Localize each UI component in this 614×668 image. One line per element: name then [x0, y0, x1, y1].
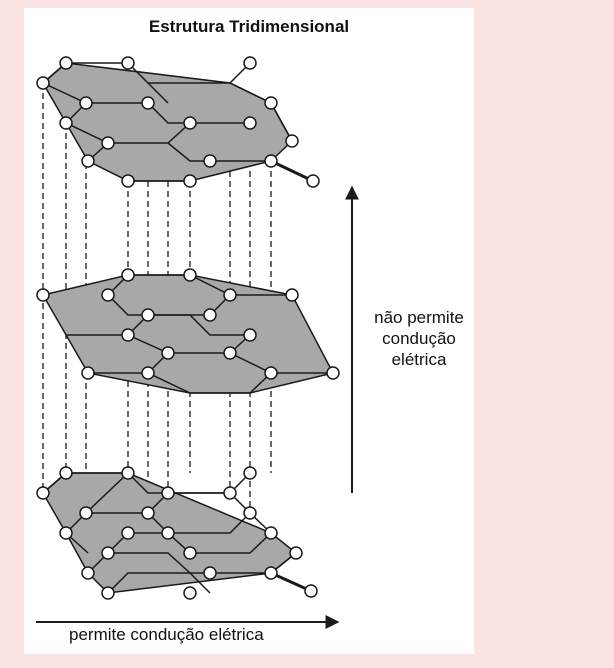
carbon-atom — [203, 154, 217, 168]
carbon-atom — [101, 136, 115, 150]
carbon-atom — [36, 76, 50, 90]
carbon-atom — [264, 526, 278, 540]
vertical-label-line: não permite — [374, 308, 464, 327]
carbon-atom — [183, 174, 197, 188]
carbon-atom — [161, 486, 175, 500]
carbon-atom — [243, 56, 257, 70]
bond-stub — [270, 159, 314, 183]
carbon-atom — [183, 268, 197, 282]
carbon-atom — [306, 174, 320, 188]
carbon-atom — [161, 346, 175, 360]
carbon-atom — [141, 96, 155, 110]
carbon-atom — [161, 526, 175, 540]
carbon-atom — [36, 288, 50, 302]
carbon-atom — [121, 268, 135, 282]
carbon-atom — [326, 366, 340, 380]
carbon-atom — [121, 466, 135, 480]
carbon-atom — [141, 506, 155, 520]
carbon-atom — [101, 586, 115, 600]
horizontal-arrow-label: permite condução elétrica — [69, 625, 264, 644]
vertical-label-line: condução — [382, 329, 456, 348]
carbon-atom — [36, 486, 50, 500]
carbon-atom — [121, 328, 135, 342]
vertical-arrow-label: não permite condução elétrica — [364, 307, 474, 370]
carbon-atom — [101, 288, 115, 302]
graphene-layer-bottom — [36, 466, 318, 600]
carbon-atom — [243, 328, 257, 342]
carbon-atom — [59, 116, 73, 130]
carbon-atom — [183, 116, 197, 130]
carbon-atom — [203, 566, 217, 580]
graphene-layer-middle — [36, 268, 340, 394]
carbon-atom — [243, 466, 257, 480]
figure-panel: Estrutura Tridimensional — [24, 8, 474, 654]
carbon-atom — [264, 366, 278, 380]
carbon-atom — [59, 466, 73, 480]
carbon-atom — [243, 116, 257, 130]
carbon-atom — [79, 96, 93, 110]
vertical-label-line: elétrica — [391, 350, 447, 369]
carbon-atom — [264, 154, 278, 168]
bond-stub — [270, 571, 312, 593]
layer-atoms — [36, 268, 340, 380]
carbon-atom — [79, 506, 93, 520]
carbon-atom — [59, 56, 73, 70]
layer-bonds — [66, 274, 333, 394]
carbon-atom — [141, 308, 155, 322]
carbon-atom — [121, 526, 135, 540]
carbon-atom — [285, 134, 299, 148]
carbon-atom — [264, 566, 278, 580]
carbon-atom — [81, 566, 95, 580]
carbon-atom — [183, 586, 197, 600]
carbon-atom — [285, 288, 299, 302]
carbon-atom — [243, 506, 257, 520]
layer-atoms — [36, 56, 320, 188]
carbon-atom — [289, 546, 303, 560]
carbon-atom — [223, 288, 237, 302]
carbon-atom — [223, 486, 237, 500]
figure-title: Estrutura Tridimensional — [148, 17, 350, 36]
graphene-layer-top — [36, 56, 320, 188]
carbon-atom — [121, 56, 135, 70]
carbon-atom — [203, 308, 217, 322]
carbon-atom — [101, 546, 115, 560]
carbon-atom — [264, 96, 278, 110]
carbon-atom — [81, 154, 95, 168]
carbon-atom — [304, 584, 318, 598]
carbon-atom — [121, 174, 135, 188]
carbon-atom — [81, 366, 95, 380]
graphite-structure-diagram — [36, 56, 359, 629]
carbon-atom — [141, 366, 155, 380]
carbon-atom — [223, 346, 237, 360]
carbon-atom — [59, 526, 73, 540]
carbon-atom — [183, 546, 197, 560]
layer-atoms — [36, 466, 318, 600]
